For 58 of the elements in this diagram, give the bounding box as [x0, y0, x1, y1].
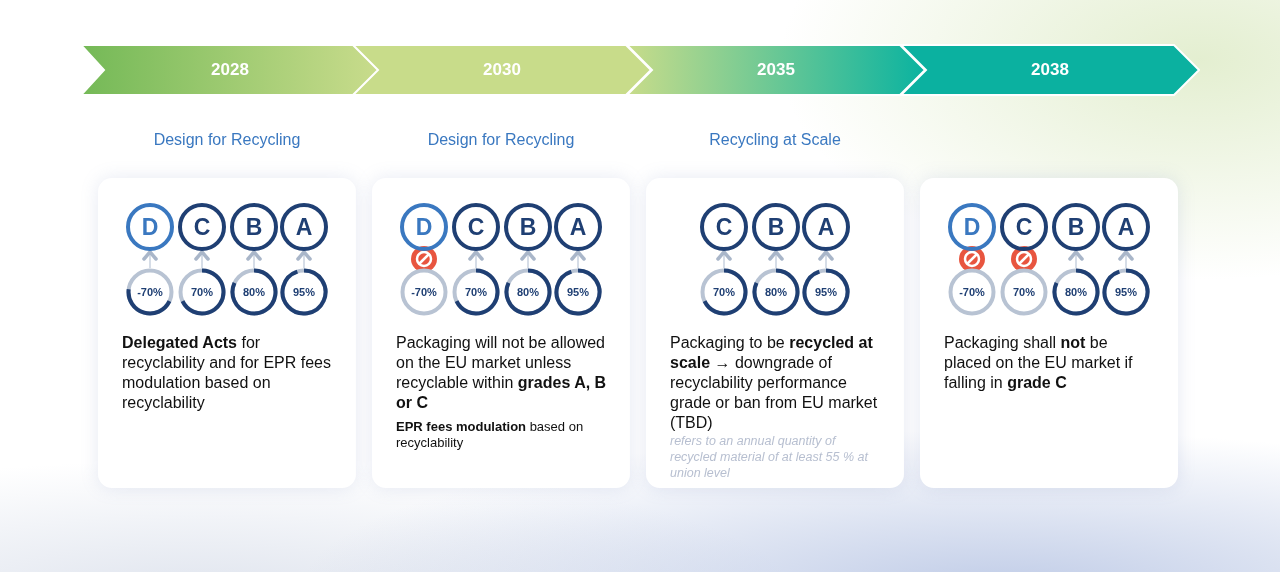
percentage-ring: 70% — [178, 268, 226, 316]
caret-arrow — [1068, 250, 1084, 269]
caret-arrow — [1118, 250, 1134, 269]
phase-heading: Recycling at Scale — [708, 131, 842, 149]
caret-arrow — [296, 250, 312, 269]
card — [646, 178, 904, 488]
grade-badge: D — [126, 203, 174, 251]
percentage-ring: 80% — [752, 268, 800, 316]
percentage-ring: 80% — [230, 268, 278, 316]
grade-badge: C — [1000, 203, 1048, 251]
percentage-ring: 95% — [280, 268, 328, 316]
percentage-ring: 80% — [504, 268, 552, 316]
timeline-year-banner: 2038 — [900, 44, 1200, 96]
grade-badge: A — [554, 203, 602, 251]
percentage-ring: 95% — [802, 268, 850, 316]
caret-arrow — [142, 250, 158, 269]
grade-badge: B — [230, 203, 278, 251]
phase-heading: Design for Recycling — [426, 131, 576, 149]
description-text: Packaging shall not be placed on the EU market if falling in grade C — [944, 333, 1134, 393]
caret-arrow — [468, 250, 484, 269]
card — [920, 178, 1178, 488]
percentage-ring: 70% — [700, 268, 748, 316]
percentage-ring: -70% — [126, 268, 174, 316]
grade-badge: B — [1052, 203, 1100, 251]
caret-arrow — [716, 250, 732, 269]
timeline-year-banner: 2030 — [352, 44, 652, 96]
caret-arrow — [520, 250, 536, 269]
grade-badge: D — [948, 203, 996, 251]
percentage-ring: 95% — [554, 268, 602, 316]
percentage-ring: 70% — [452, 268, 500, 316]
grade-badge: C — [452, 203, 500, 251]
timeline-year-banner: 2035 — [626, 44, 926, 96]
caret-arrow — [570, 250, 586, 269]
grade-badge: A — [1102, 203, 1150, 251]
card — [372, 178, 630, 488]
description-text: Delegated Acts for recyclability and for EPR fees modulation based on recyclability — [122, 333, 332, 413]
percentage-ring: -70% — [400, 268, 448, 316]
grade-badge: D — [400, 203, 448, 251]
footnote-text: refers to an annual quantity of recycled material of at least 55 % at union level — [670, 433, 870, 481]
description-text: EPR fees modulation based on recyclability — [396, 419, 585, 451]
description-text: Packaging to be recycled at scale → downgrade of recyclability performance grade or ban from EU market (TBD) — [670, 333, 879, 433]
grade-badge: A — [280, 203, 328, 251]
percentage-ring: 95% — [1102, 268, 1150, 316]
caret-arrow — [768, 250, 784, 269]
percentage-ring: -70% — [948, 268, 996, 316]
grade-badge: B — [504, 203, 552, 251]
caret-arrow — [246, 250, 262, 269]
description-text: Packaging will not be allowed on the EU market unless recyclable within grades A, B or C — [396, 333, 608, 413]
caret-arrow — [194, 250, 210, 269]
grade-badge: B — [752, 203, 800, 251]
grade-badge: A — [802, 203, 850, 251]
percentage-ring: 70% — [1000, 268, 1048, 316]
percentage-ring: 80% — [1052, 268, 1100, 316]
card — [98, 178, 356, 488]
grade-badge: C — [178, 203, 226, 251]
phase-heading: Design for Recycling — [152, 131, 302, 149]
grade-badge: C — [700, 203, 748, 251]
caret-arrow — [818, 250, 834, 269]
